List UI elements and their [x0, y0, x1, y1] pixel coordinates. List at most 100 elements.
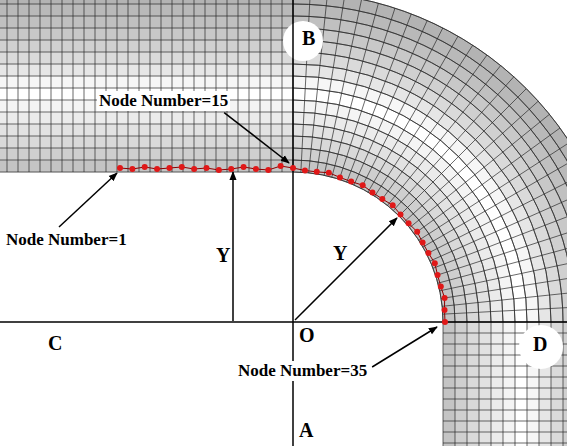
boundary-node — [442, 295, 448, 301]
mesh-line — [515, 322, 516, 446]
mesh-ring — [293, 0, 567, 322]
boundary-node — [414, 229, 420, 235]
boundary-node — [397, 212, 403, 218]
horizontal-axis — [0, 321, 567, 323]
mesh-line — [40, 0, 41, 172]
radius-label: Y — [214, 244, 232, 267]
boundary-node — [278, 163, 284, 169]
mesh-radial — [436, 220, 567, 276]
mesh-line — [139, 0, 140, 172]
mesh-radial — [387, 66, 500, 206]
mesh-line — [95, 0, 96, 172]
mesh-line — [205, 0, 206, 172]
white-spot — [283, 21, 323, 61]
mesh-line — [84, 0, 85, 172]
straight-band — [479, 322, 491, 446]
mesh-radial — [404, 101, 538, 221]
bend-band — [293, 0, 567, 322]
point-label: B — [300, 27, 317, 50]
mesh-ring — [293, 64, 551, 322]
mesh-radial — [316, 0, 344, 174]
mesh-line — [443, 388, 567, 389]
leader-arrow — [372, 327, 437, 367]
boundary-node — [326, 170, 332, 176]
mesh-line — [563, 322, 564, 446]
mesh-radial — [332, 3, 379, 177]
mesh-line — [29, 0, 30, 172]
mesh-line — [73, 0, 74, 172]
mesh-line — [7, 0, 8, 172]
mesh-line — [443, 410, 567, 411]
mesh-line — [443, 377, 567, 378]
mesh-ring — [293, 76, 539, 322]
boundary-node — [406, 220, 412, 226]
mesh-radial — [347, 14, 412, 182]
mesh-radial — [339, 8, 395, 179]
mesh-line — [117, 0, 118, 172]
boundary-node — [369, 189, 375, 195]
mesh-line — [238, 0, 239, 172]
boundary-node — [179, 164, 185, 170]
boundary-node — [442, 307, 448, 313]
mesh-radial — [427, 172, 567, 254]
mesh-line — [467, 322, 468, 446]
straight-band — [563, 322, 567, 446]
mesh-line — [18, 0, 19, 172]
straight-band — [491, 322, 503, 446]
mesh-line — [249, 0, 250, 172]
mesh-line — [271, 0, 272, 172]
mesh-line — [491, 322, 492, 446]
boundary-node — [432, 260, 438, 266]
boundary-node — [290, 165, 296, 171]
mesh-line — [479, 322, 480, 446]
boundary-node — [360, 182, 366, 188]
bend-band — [293, 64, 551, 322]
mesh-ring — [293, 40, 567, 322]
mesh-radial — [354, 21, 427, 185]
boundary-node — [166, 165, 172, 171]
boundary-node — [442, 319, 448, 325]
mesh-line — [216, 0, 217, 172]
point-label: O — [297, 324, 317, 347]
mesh-ring — [293, 52, 563, 322]
boundary-node — [420, 240, 426, 246]
mesh-line — [443, 322, 444, 446]
bend-band — [293, 40, 567, 322]
mesh-line — [503, 322, 504, 446]
radius-arrows — [233, 172, 397, 321]
point-label: A — [297, 419, 315, 442]
bend-band — [293, 52, 563, 322]
leader-arrow — [224, 113, 289, 163]
boundary-node — [191, 166, 197, 172]
point-label: D — [531, 333, 549, 356]
boundary-line — [120, 166, 445, 322]
mesh-radial — [414, 128, 560, 234]
boundary-node — [204, 165, 210, 171]
mesh-line — [161, 0, 162, 172]
mesh-radial — [361, 28, 443, 188]
boundary-node — [117, 165, 123, 171]
node-label: Node Number=35 — [236, 361, 369, 381]
point-label: C — [46, 332, 64, 355]
mesh-line — [455, 322, 456, 446]
boundary-node — [425, 250, 431, 256]
mesh-line — [172, 0, 173, 172]
mesh-ring — [293, 88, 527, 322]
leader-arrow — [59, 173, 117, 227]
mesh-line — [51, 0, 52, 172]
mesh-line — [443, 399, 567, 400]
bend-band — [293, 88, 527, 322]
straight-band — [503, 322, 515, 446]
boundary-node — [438, 284, 444, 290]
mesh-line — [183, 0, 184, 172]
boundary-node — [142, 164, 148, 170]
boundary-node — [154, 166, 160, 172]
mesh-line — [282, 0, 283, 172]
mesh-radial — [441, 270, 567, 298]
boundary-node — [435, 272, 441, 278]
white-spot — [519, 325, 563, 369]
boundary-node — [265, 167, 271, 173]
boundary-node — [216, 167, 222, 173]
